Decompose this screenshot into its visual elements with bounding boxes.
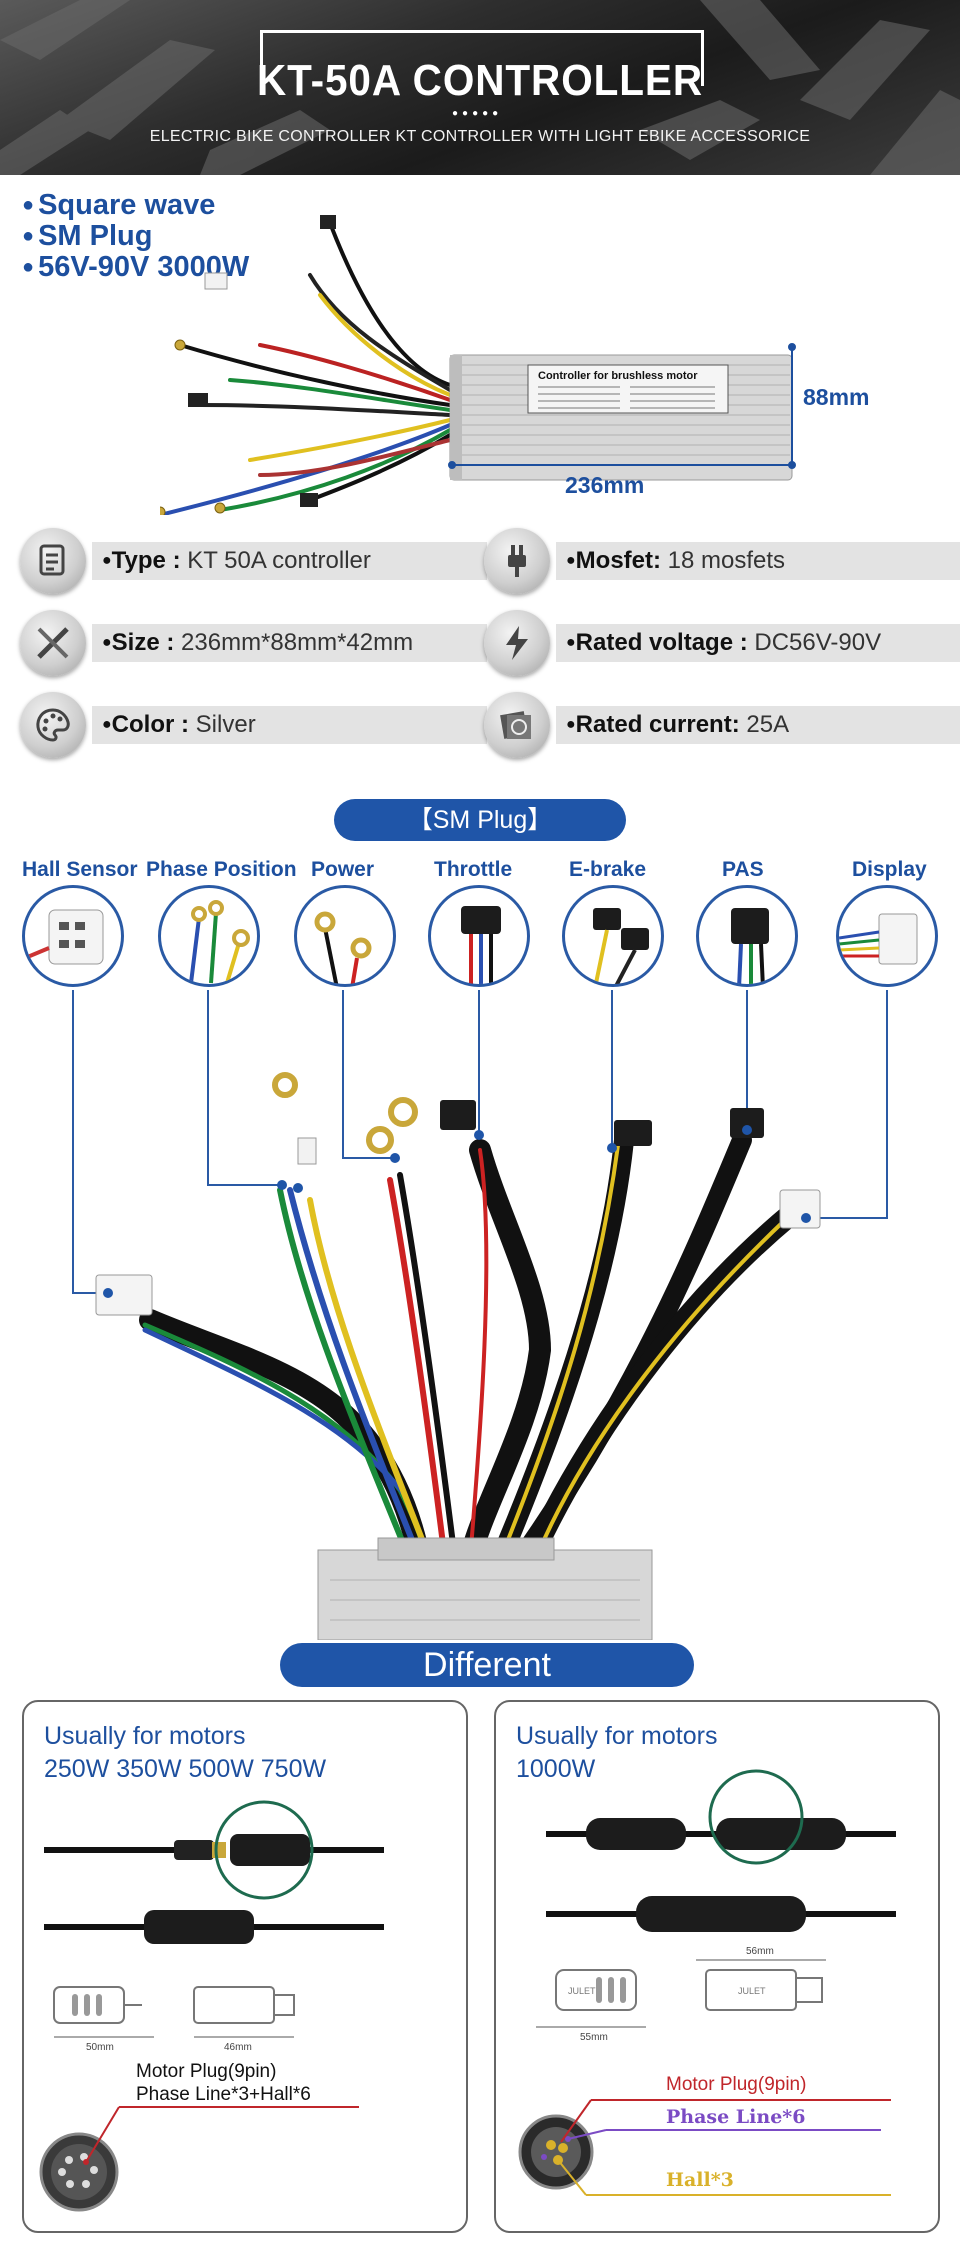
small-motor-plug-note: Motor Plug(9pin) Phase Line*3+Hall*6	[136, 2061, 311, 2105]
hall-sensor-photo	[22, 885, 124, 987]
hall-label: Hall*3	[666, 2169, 734, 2191]
phase-line-label: Phase Line*6	[666, 2106, 806, 2128]
connector-label-power: Power	[311, 858, 375, 881]
dim-56mm: 56mm	[746, 1946, 774, 1957]
connector-label-display: Display	[852, 858, 927, 881]
phase-position-photo	[158, 885, 260, 987]
dim-55mm: 55mm	[580, 2032, 608, 2043]
title-dots: ●●●●●	[452, 108, 503, 119]
pas-photo	[696, 885, 798, 987]
controller-photo: Controller for brushless motor	[160, 215, 796, 515]
large-motor-title: Usually for motors 1000W	[516, 1722, 718, 1783]
dim-46mm: 46mm	[224, 2042, 252, 2053]
connector-label-phase: Phase Position	[146, 858, 297, 881]
page-title: KT-50A CONTROLLER	[257, 56, 703, 105]
connector-label-hall: Hall Sensor	[22, 858, 138, 881]
sm-plug-heading: 【SM Plug】	[334, 799, 626, 841]
meter-icon	[484, 692, 550, 758]
lightning-icon	[484, 610, 550, 676]
brand-label-right: JULET	[738, 1986, 766, 1996]
controller-label: Controller for brushless motor	[538, 370, 698, 382]
plug-icon	[484, 528, 550, 594]
display-photo	[836, 885, 938, 987]
connector-label-ebrake: E-brake	[569, 858, 647, 881]
connector-label-throttle: Throttle	[434, 858, 513, 881]
dim-50mm: 50mm	[86, 2042, 114, 2053]
ebrake-photo	[562, 885, 664, 987]
page-subtitle: ELECTRIC BIKE CONTROLLER KT CONTROLLER W…	[149, 128, 811, 145]
wire-harness-photo	[72, 990, 888, 1640]
feature-item: SM Plug	[22, 221, 249, 252]
panel-1000w-motor: JULET JULET 55mm 56mm Usually for motors…	[494, 1700, 940, 2233]
throttle-photo	[428, 885, 530, 987]
brand-label-left: JULET	[568, 1986, 596, 1996]
small-motor-plug-drawing: 50mm 46mm	[39, 1800, 384, 2212]
document-icon	[20, 528, 86, 594]
large-motor-plug-drawing: JULET JULET 55mm 56mm	[518, 1769, 896, 2196]
power-photo	[294, 885, 396, 987]
title-frame	[260, 30, 704, 86]
motor-plug-label: Motor Plug(9pin)	[666, 2074, 807, 2095]
tire-tread-background	[0, 0, 960, 175]
ruler-pencil-icon	[20, 610, 86, 676]
feature-item: Square wave	[22, 190, 249, 221]
header-banner: KT-50A CONTROLLER ●●●●● ELECTRIC BIKE CO…	[0, 0, 960, 175]
panel-small-motor: 50mm 46mm Usually for motors 250W 350W 5…	[22, 1700, 468, 2233]
width-dimension: 236mm	[565, 472, 645, 498]
connector-label-pas: PAS	[722, 858, 764, 881]
height-dimension: 88mm	[803, 384, 870, 410]
palette-icon	[20, 692, 86, 758]
different-heading: Different	[280, 1643, 694, 1687]
small-motor-title: Usually for motors 250W 350W 500W 750W	[44, 1722, 327, 1783]
